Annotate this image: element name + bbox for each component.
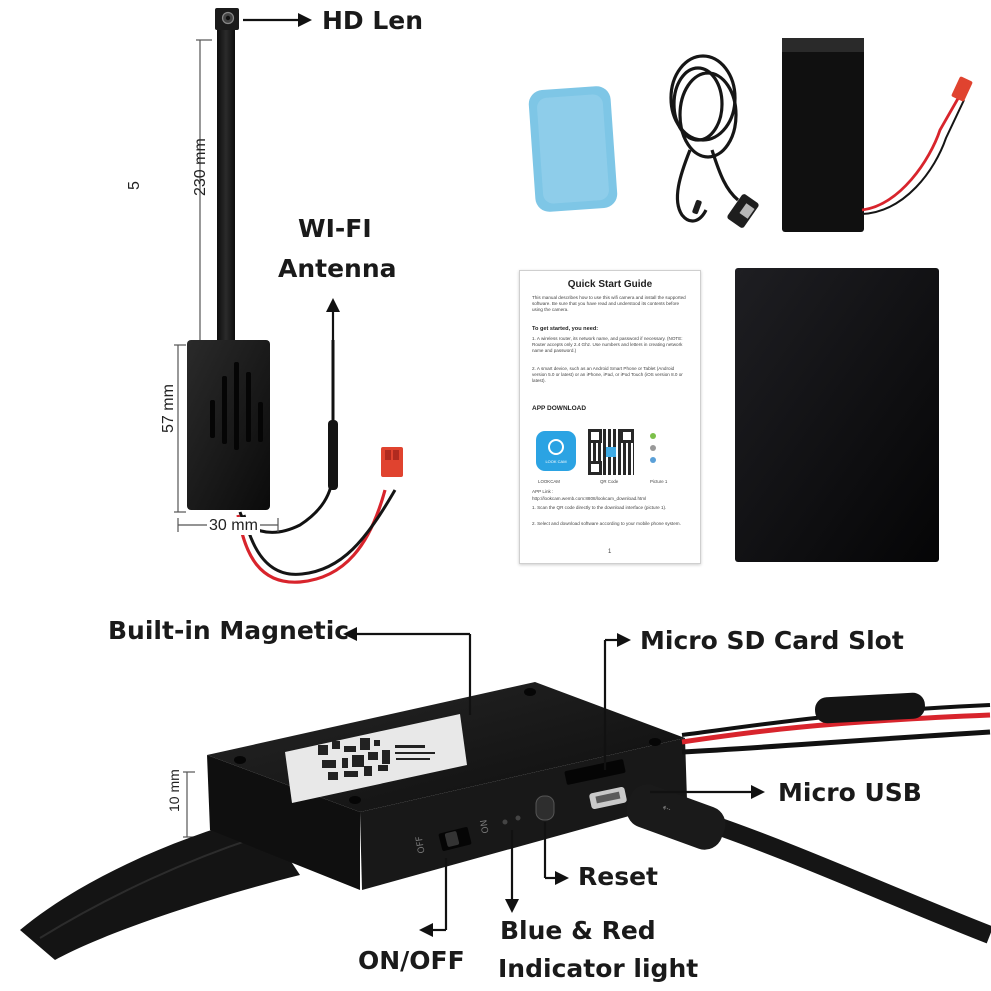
device-closeup: OFF ON ⇠ — [20, 682, 991, 960]
svg-text:OFF: OFF — [415, 835, 428, 854]
label-indicator-line2: Indicator light — [498, 954, 699, 983]
caption-app: LOOKCAM — [538, 479, 560, 484]
guide-step-1: 1. Scan the QR code directly to the down… — [532, 505, 667, 510]
vent-slots-icon — [210, 362, 263, 450]
label-micro-usb: Micro USB — [778, 778, 922, 807]
usb-cable — [669, 54, 740, 223]
guide-app-download: APP DOWNLOAD — [532, 405, 587, 412]
guide-intro: This manual describes how to use this wi… — [532, 295, 686, 313]
label-reset: Reset — [578, 862, 658, 891]
platform-icons — [650, 431, 680, 475]
dim-module-width: 30 mm — [207, 517, 260, 535]
reset-button-icon — [535, 795, 555, 821]
red-connector — [381, 447, 403, 477]
label-micro-sd-card-slot: Micro SD Card Slot — [640, 626, 904, 655]
camera-module — [187, 8, 403, 584]
sd-card-slot — [564, 759, 626, 785]
guide-app-link-label: APP Link : — [532, 489, 554, 494]
dim-side-mark: 5 — [126, 181, 143, 190]
svg-text:ON: ON — [479, 819, 491, 834]
dim-module-height: 57 mm — [160, 384, 177, 433]
indicator-led-icon — [502, 819, 508, 825]
label-antenna: Antenna — [278, 254, 397, 283]
label-hd-len: HD Len — [322, 6, 424, 35]
guide-app-link: http://lookcam.wemb.com:8808/lookcam_dow… — [532, 496, 647, 501]
app-icon-text: LOOK CAM — [545, 459, 567, 464]
camera-app-icon — [548, 439, 564, 455]
quick-start-guide: Quick Start Guide This manual describes … — [519, 270, 701, 564]
guide-item-2: 2. A smart device, such as an Android Sm… — [532, 366, 683, 384]
guide-step-2: 2. Select and download software accordin… — [532, 521, 681, 526]
caption-picture: Picture 1 — [650, 479, 668, 484]
guide-item-1: 1. A wireless router, its network name, … — [532, 336, 683, 354]
screw-holes — [234, 688, 661, 804]
guide-page-number: 1 — [608, 549, 612, 555]
arrows-bottom — [343, 627, 765, 937]
caption-qr: QR Code — [600, 479, 619, 484]
label-on-off: ON/OFF — [358, 946, 465, 975]
label-indicator-line1: Blue & Red — [500, 916, 656, 945]
ribbon-cable-closeup — [20, 815, 300, 960]
arrows-top-left — [243, 13, 340, 395]
guide-title: Quick Start Guide — [567, 279, 653, 290]
usb-cable-plugged — [697, 811, 991, 944]
dim-thickness: 10 mm — [166, 769, 182, 812]
qr-code-icon — [588, 429, 634, 475]
battery — [782, 38, 973, 232]
storage-pouch — [735, 268, 939, 562]
black-wire — [242, 489, 397, 576]
adhesive-pad — [528, 86, 618, 212]
device-front-face — [207, 755, 360, 890]
label-built-in-magnetic: Built-in Magnetic — [108, 616, 350, 645]
guide-get-started: To get started, you need: — [532, 326, 599, 332]
module-box — [187, 340, 270, 510]
qr-code-icon — [318, 738, 435, 780]
dim-cable-length: 230 mm — [192, 138, 209, 196]
label-wifi: WI-FI — [298, 214, 372, 243]
app-icon: LOOK CAM — [536, 431, 576, 471]
ribbon-cable — [217, 20, 235, 350]
